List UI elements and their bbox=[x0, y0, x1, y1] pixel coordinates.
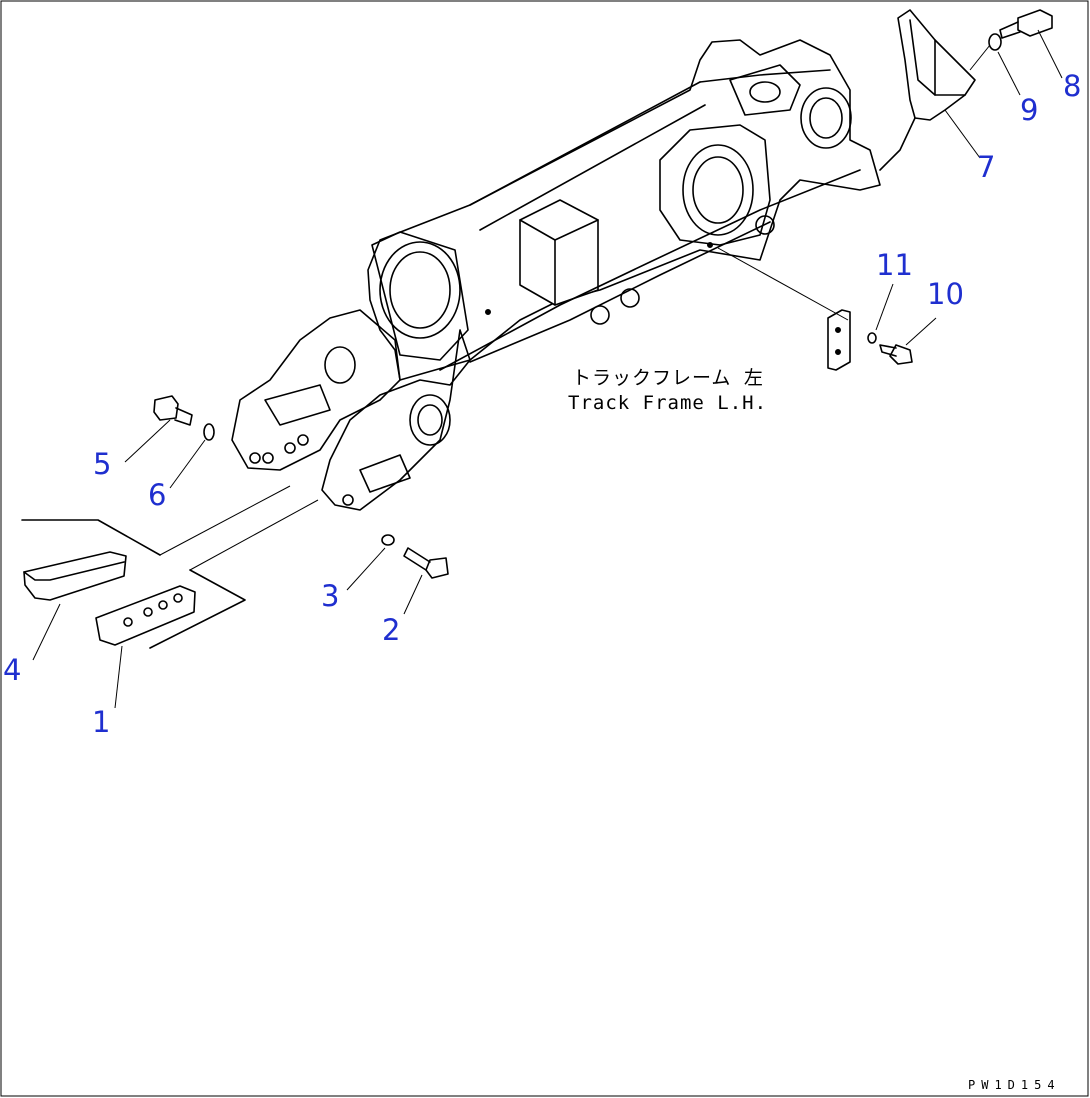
assembly-lines bbox=[159, 44, 991, 571]
part-6-washer bbox=[203, 423, 215, 441]
part-4-guard bbox=[21, 519, 161, 601]
part-3-washer bbox=[381, 534, 395, 546]
track-frame-body bbox=[367, 39, 881, 381]
callout-4: 4 bbox=[3, 653, 22, 687]
part-8-bolt bbox=[999, 9, 1053, 39]
part-9-washer bbox=[988, 33, 1002, 51]
callout-9: 9 bbox=[1020, 93, 1039, 127]
part-11-plate bbox=[827, 309, 851, 371]
part-7-bracket bbox=[879, 9, 976, 171]
drawing-code: PW1D154 bbox=[968, 1078, 1061, 1092]
track-frame-arms bbox=[231, 309, 471, 511]
callout-3: 3 bbox=[321, 579, 340, 613]
callout-1: 1 bbox=[92, 705, 111, 739]
callout-6: 6 bbox=[148, 478, 167, 512]
part-10-bolt bbox=[879, 344, 913, 365]
callout-11: 11 bbox=[876, 248, 913, 282]
part-5-bolt bbox=[153, 395, 193, 426]
callout-2: 2 bbox=[382, 613, 401, 647]
callout-10: 10 bbox=[927, 277, 964, 311]
frame-label-japanese: トラックフレーム 左 bbox=[572, 367, 764, 389]
leader-lines bbox=[32, 29, 1063, 709]
callout-5: 5 bbox=[93, 447, 112, 481]
part-2-bolt bbox=[403, 547, 449, 579]
callout-8: 8 bbox=[1063, 69, 1082, 103]
part-1-guard bbox=[95, 569, 246, 649]
callout-7: 7 bbox=[977, 150, 996, 184]
part-washer-small bbox=[867, 332, 877, 344]
frame-label-english: Track Frame L.H. bbox=[568, 392, 768, 414]
